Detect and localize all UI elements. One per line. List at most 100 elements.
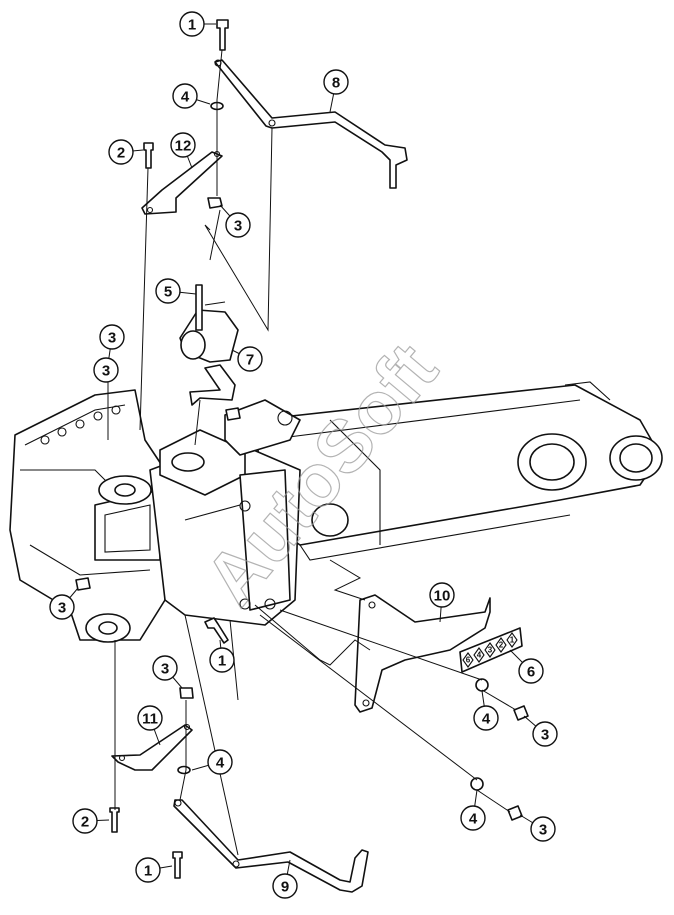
callout-number: 5 <box>164 284 172 301</box>
callout-number: 3 <box>539 822 547 839</box>
callout-3: 3 <box>519 814 556 842</box>
callout-8: 8 <box>323 69 349 113</box>
callout-circle <box>137 705 163 731</box>
callout-circle <box>532 721 558 747</box>
callout-number: 4 <box>482 711 491 728</box>
callout-circle <box>518 658 544 684</box>
callout-4: 4 <box>172 83 211 109</box>
callout-1: 1 <box>135 857 173 883</box>
callout-5: 5 <box>155 278 197 304</box>
callout-number: 4 <box>181 89 190 106</box>
callout-number: 1 <box>218 653 226 670</box>
callout-circle <box>272 873 298 899</box>
callout-circle <box>152 655 178 681</box>
callout-7: 7 <box>231 346 263 372</box>
frame-bracket <box>9 389 166 643</box>
callout-circle <box>72 808 98 834</box>
assembly-lines <box>107 49 517 856</box>
callout-circle <box>225 212 251 238</box>
callout-number: 1 <box>188 17 196 34</box>
callout-number: 3 <box>108 330 116 347</box>
callout-number: 3 <box>161 661 169 678</box>
plate-cell-diamond <box>495 637 507 653</box>
callout-number: 1 <box>144 863 152 880</box>
callout-number: 2 <box>81 814 89 831</box>
callout-1: 1 <box>179 11 216 37</box>
link-12 <box>141 150 223 215</box>
callout-number: 4 <box>469 811 478 828</box>
callout-3: 3 <box>49 587 79 620</box>
callout-1: 1 <box>209 639 235 673</box>
callout-circle <box>135 857 161 883</box>
callout-number: 3 <box>234 218 242 235</box>
callout-number: 6 <box>527 664 535 681</box>
callout-circle <box>99 324 125 350</box>
callout-circle <box>209 647 235 673</box>
callout-3: 3 <box>219 204 251 238</box>
callout-4: 4 <box>473 690 499 731</box>
callout-number: 9 <box>281 879 289 896</box>
callout-number: 4 <box>216 755 225 772</box>
plate-cell: 2 <box>495 637 507 653</box>
callout-circle <box>170 132 196 158</box>
callout-6: 6 <box>509 649 544 684</box>
callout-11: 11 <box>137 705 163 746</box>
callout-circle <box>108 139 134 165</box>
shield-10 <box>354 594 491 713</box>
link-11 <box>111 723 193 771</box>
callout-circle <box>172 83 198 109</box>
plate-cell: 3 <box>484 642 496 658</box>
callout-circle <box>429 582 455 608</box>
plate-cell: 6 <box>462 652 474 668</box>
callout-circle <box>207 749 233 775</box>
callout-circle <box>473 705 499 731</box>
callout-2: 2 <box>108 139 144 165</box>
callout-circle <box>93 357 119 383</box>
callout-3: 3 <box>523 715 558 747</box>
plate-cell-number: 3 <box>488 646 493 655</box>
callout-number: 10 <box>434 588 451 605</box>
callout-3: 3 <box>99 324 125 365</box>
lever-8 <box>214 59 408 189</box>
callout-4: 4 <box>191 749 233 775</box>
plate-cell-diamond <box>473 647 485 663</box>
callout-3: 3 <box>93 357 119 383</box>
callout-number: 3 <box>541 727 549 744</box>
callout-number: 3 <box>58 600 66 617</box>
plate-cell-diamond <box>506 632 518 648</box>
plate-cell-number: 6 <box>466 656 471 665</box>
plate-cell-diamond <box>462 652 474 668</box>
boom-arm <box>254 381 663 561</box>
callout-number: 11 <box>142 711 158 728</box>
plate-cell-number: 4 <box>477 651 482 660</box>
lever-9 <box>173 799 369 893</box>
callout-circle <box>155 278 181 304</box>
plate-cell-diamond <box>484 642 496 658</box>
callout-2: 2 <box>72 808 110 834</box>
callout-10: 10 <box>429 582 455 623</box>
callout-number: 12 <box>175 138 192 155</box>
callout-circle <box>530 816 556 842</box>
callout-number: 7 <box>246 352 254 369</box>
callout-circle <box>323 69 349 95</box>
pivot-body <box>98 399 301 626</box>
callout-circle <box>49 594 75 620</box>
callout-4: 4 <box>460 789 486 831</box>
callout-number: 8 <box>332 75 340 92</box>
plate-cell: 1 <box>506 632 518 648</box>
callout-circle <box>460 805 486 831</box>
plate-cell-number: 2 <box>499 641 504 650</box>
plate-cell: 4 <box>473 647 485 663</box>
bracket-7 <box>179 284 239 406</box>
callout-9: 9 <box>272 859 298 899</box>
callout-number: 2 <box>117 145 125 162</box>
callout-12: 12 <box>170 132 196 169</box>
callout-3: 3 <box>152 655 183 689</box>
plate-cell-number: 1 <box>510 636 515 645</box>
callout-number: 3 <box>102 363 110 380</box>
callout-circle <box>179 11 205 37</box>
